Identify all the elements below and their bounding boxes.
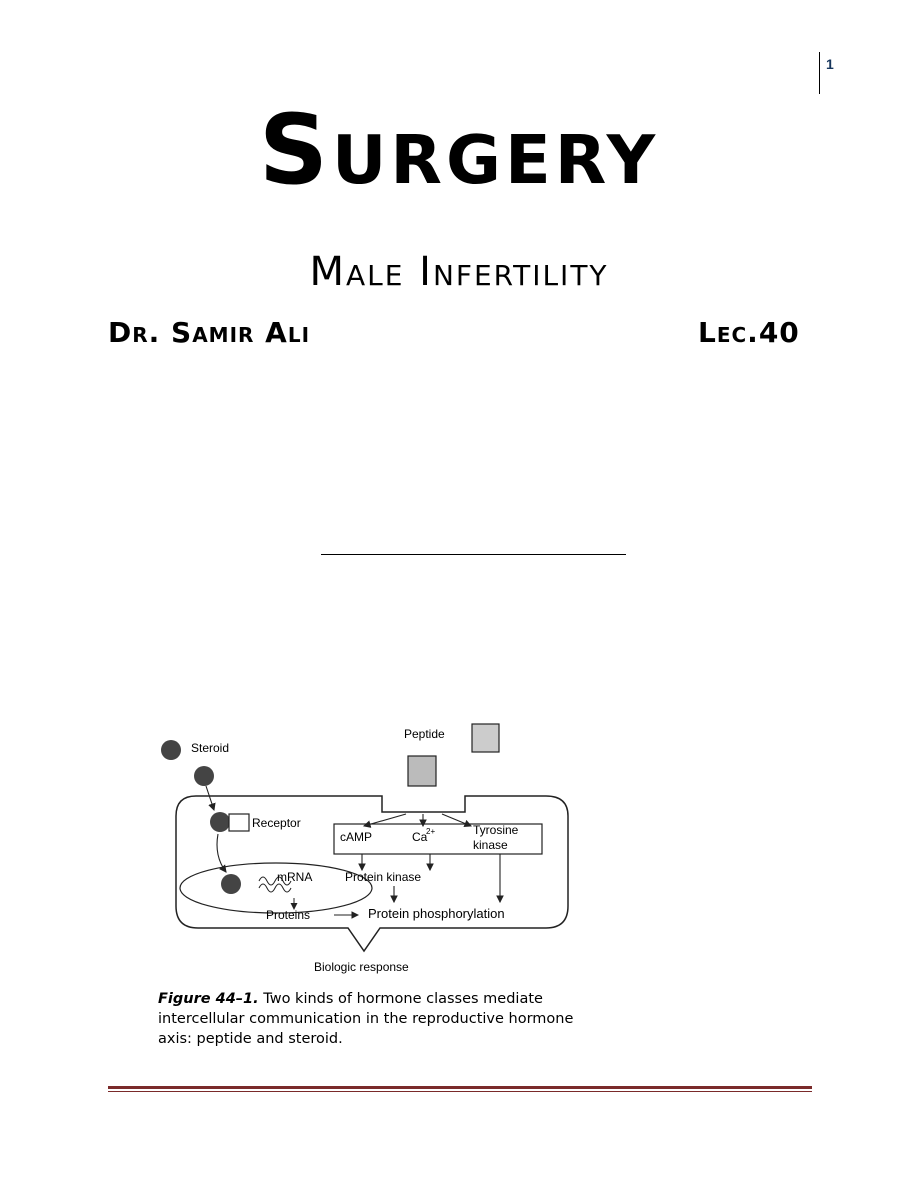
receptor-label: Receptor bbox=[252, 816, 301, 830]
dna-helix-icon bbox=[258, 883, 292, 893]
steroid-molecule bbox=[194, 766, 214, 786]
steroid-label: Steroid bbox=[191, 741, 229, 755]
mrna-label: mRNA bbox=[277, 870, 312, 884]
author-name: Dr. Samir Ali bbox=[108, 316, 311, 349]
footer-rule bbox=[108, 1091, 812, 1092]
document-title: Surgery bbox=[258, 94, 660, 206]
arrow bbox=[216, 833, 227, 873]
second-messenger-box bbox=[333, 823, 543, 855]
hormone-diagram-figure: Steroid Receptor mRNA Proteins Protein p… bbox=[136, 716, 606, 1066]
page-number-divider bbox=[819, 52, 820, 94]
figure-caption: Figure 44–1. Two kinds of hormone classe… bbox=[158, 989, 598, 1049]
receptor-box bbox=[228, 813, 250, 832]
peptide-molecule bbox=[471, 723, 500, 753]
horizontal-rule bbox=[321, 554, 626, 555]
lecture-number: Lec.40 bbox=[698, 316, 800, 349]
figure-caption-text: Two kinds of hormone classes mediate int… bbox=[158, 991, 574, 1047]
dna-helix-icon bbox=[258, 876, 292, 886]
steroid-molecule bbox=[221, 874, 241, 894]
steroid-molecule bbox=[161, 740, 181, 760]
peptide-label: Peptide bbox=[404, 727, 445, 741]
hormone-diagram: Steroid Receptor mRNA Proteins Protein p… bbox=[161, 723, 569, 974]
camp-label: cAMP bbox=[340, 830, 372, 844]
protein-phosphorylation-label: Protein phosphorylation bbox=[368, 906, 505, 921]
kinase-label: kinase bbox=[473, 838, 508, 852]
arrow bbox=[205, 785, 216, 812]
peptide-molecule bbox=[407, 755, 437, 787]
document-subtitle: Male Infertility bbox=[309, 249, 609, 295]
protein-kinase-label: Protein kinase bbox=[345, 870, 421, 884]
tyrosine-label: Tyrosine bbox=[473, 823, 519, 837]
calcium-label: Ca bbox=[412, 830, 428, 844]
footer-rule bbox=[108, 1086, 812, 1089]
arrow bbox=[441, 813, 473, 828]
page-number: 1 bbox=[826, 56, 834, 72]
figure-caption-label: Figure 44–1. bbox=[158, 991, 259, 1007]
biologic-response-label: Biologic response bbox=[314, 960, 409, 974]
calcium-charge-label: 2+ bbox=[426, 827, 435, 836]
arrow bbox=[362, 813, 407, 828]
steroid-molecule bbox=[210, 812, 230, 832]
nucleus bbox=[179, 862, 373, 914]
proteins-label: Proteins bbox=[266, 908, 310, 922]
cell-membrane bbox=[175, 795, 569, 953]
